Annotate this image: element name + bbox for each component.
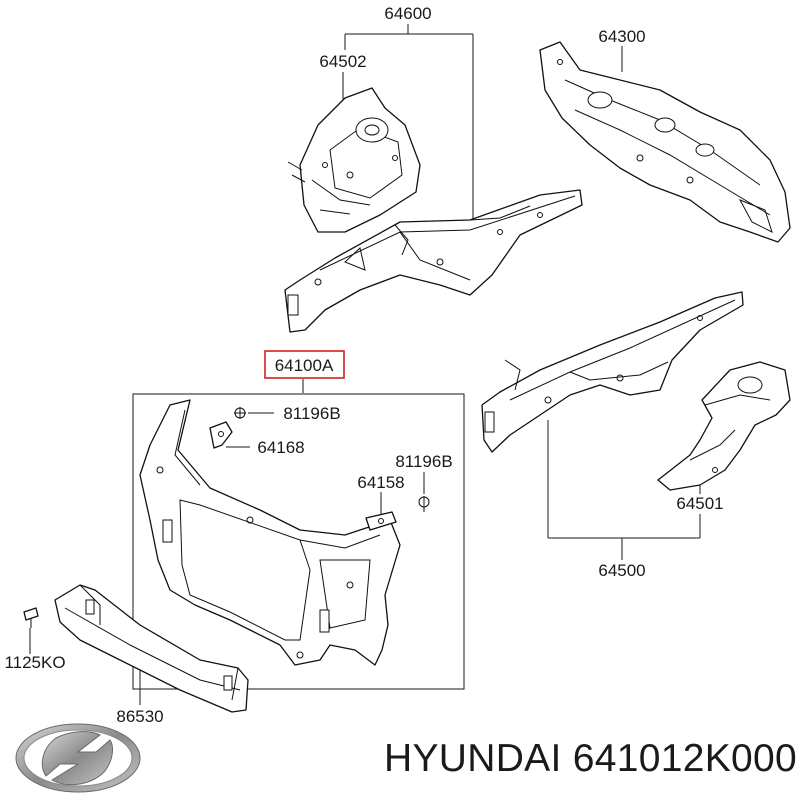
- part-86530-drawing: [54, 584, 249, 713]
- callout-86530: 86530: [116, 707, 163, 726]
- callout-labels: 64600 64502 64300 64100A 81196B 64168 81…: [4, 4, 723, 726]
- callout-81196b-top: 81196B: [283, 404, 340, 423]
- callout-64500: 64500: [598, 561, 645, 580]
- callout-1125ko: 1125KO: [4, 653, 65, 672]
- part-64168-drawing: [209, 421, 233, 449]
- highlight-box: [264, 350, 345, 379]
- part-81196b-top-drawing: [234, 407, 246, 419]
- part-64158-drawing: [365, 511, 397, 531]
- part-64300-drawing: [539, 41, 791, 243]
- part-64501-drawing: [657, 361, 791, 491]
- part-64100a-drawing: [139, 399, 401, 666]
- callout-64168: 64168: [257, 438, 304, 457]
- brand-part-caption: HYUNDAI 641012K000: [384, 737, 797, 780]
- callout-64502: 64502: [319, 52, 366, 71]
- callout-64300: 64300: [598, 27, 645, 46]
- callout-81196b-right: 81196B: [395, 452, 452, 471]
- part-81196b-right-drawing: [418, 496, 430, 512]
- callout-64100a: 64100A: [275, 356, 334, 375]
- callout-64600: 64600: [384, 4, 431, 23]
- hyundai-logo: [15, 723, 141, 793]
- part-64500-drawing: [481, 291, 744, 453]
- part-1125ko-drawing: [23, 607, 39, 628]
- part-64502-drawing: [287, 87, 421, 233]
- part-64600-drawing: [284, 189, 583, 333]
- callout-64158: 64158: [357, 473, 404, 492]
- callout-64501: 64501: [676, 494, 723, 513]
- leader-lines: [29, 24, 701, 705]
